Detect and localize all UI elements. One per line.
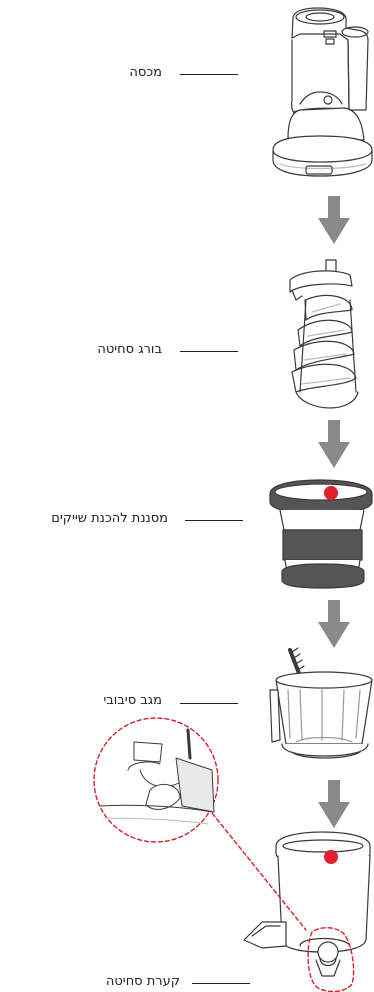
leader-lid	[180, 74, 238, 75]
alignment-marker-strainer	[324, 486, 338, 500]
leader-strainer	[185, 520, 243, 521]
label-bowl: קערת סחיטה	[105, 974, 180, 989]
detail-callout	[93, 717, 355, 992]
down-arrow-3	[318, 600, 350, 648]
rotating-brush-drawing	[269, 647, 373, 759]
leader-screw	[180, 351, 238, 352]
label-lid: מכסה	[129, 65, 162, 80]
down-arrow-2	[318, 420, 350, 468]
juicing-bowl-drawing	[243, 831, 371, 977]
label-wiper: מגב סיבובי	[103, 693, 162, 708]
label-strainer: מסננת להכנת שייקים	[51, 511, 168, 526]
juicer-lid-drawing	[272, 7, 373, 177]
leader-wiper	[180, 703, 238, 704]
down-arrow-4	[318, 780, 350, 828]
leader-bowl	[192, 983, 250, 984]
juicing-screw-drawing	[289, 259, 359, 409]
alignment-marker-bowl	[324, 850, 338, 864]
down-arrow-1	[318, 196, 350, 244]
callout-detail-drawing	[99, 728, 215, 825]
label-screw: בורג סחיטה	[97, 342, 162, 357]
smoothie-strainer-drawing	[269, 479, 373, 589]
